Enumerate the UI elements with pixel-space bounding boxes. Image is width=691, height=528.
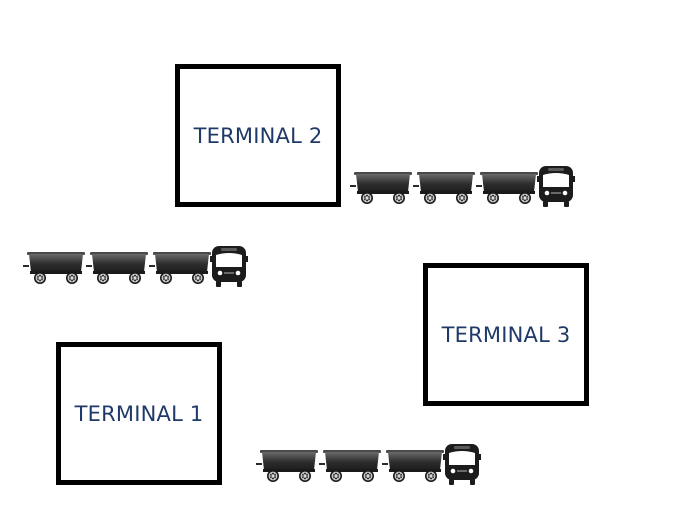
- mine-cart-icon: [319, 450, 381, 482]
- mine-cart-icon: [350, 172, 412, 204]
- bus-front-icon: [210, 246, 248, 287]
- wheel-icon: [129, 272, 141, 284]
- wheel-icon: [519, 192, 531, 204]
- mine-cart-icon: [86, 252, 148, 284]
- wheel-icon: [299, 470, 311, 482]
- wheel-icon: [456, 192, 468, 204]
- wheel-icon: [487, 192, 499, 204]
- terminal-2-label: TERMINAL 2: [193, 123, 323, 148]
- mine-cart-icon: [476, 172, 538, 204]
- wheel-icon: [192, 272, 204, 284]
- terminal-3-box: TERMINAL 3: [423, 263, 589, 406]
- wheel-icon: [97, 272, 109, 284]
- terminal-2-box: TERMINAL 2: [175, 64, 341, 207]
- wheel-icon: [393, 470, 405, 482]
- wheel-icon: [393, 192, 405, 204]
- wheel-icon: [34, 272, 46, 284]
- mine-cart-icon: [256, 450, 318, 482]
- wheel-icon: [361, 192, 373, 204]
- mine-cart-icon: [382, 450, 444, 482]
- wheel-icon: [362, 470, 374, 482]
- wheel-icon: [160, 272, 172, 284]
- mine-cart-icon: [149, 252, 211, 284]
- terminal-1-label: TERMINAL 1: [74, 401, 204, 426]
- wheel-icon: [267, 470, 279, 482]
- train-left: [23, 246, 248, 287]
- wheel-icon: [66, 272, 78, 284]
- mine-cart-icon: [23, 252, 85, 284]
- wheel-icon: [425, 470, 437, 482]
- mine-cart-icon: [413, 172, 475, 204]
- terminal-3-label: TERMINAL 3: [441, 322, 571, 347]
- terminal-1-box: TERMINAL 1: [56, 342, 222, 485]
- wheel-icon: [424, 192, 436, 204]
- bus-front-icon: [537, 166, 575, 207]
- wheel-icon: [330, 470, 342, 482]
- bus-front-icon: [443, 444, 481, 485]
- train-top: [350, 166, 575, 207]
- train-bottom: [256, 444, 481, 485]
